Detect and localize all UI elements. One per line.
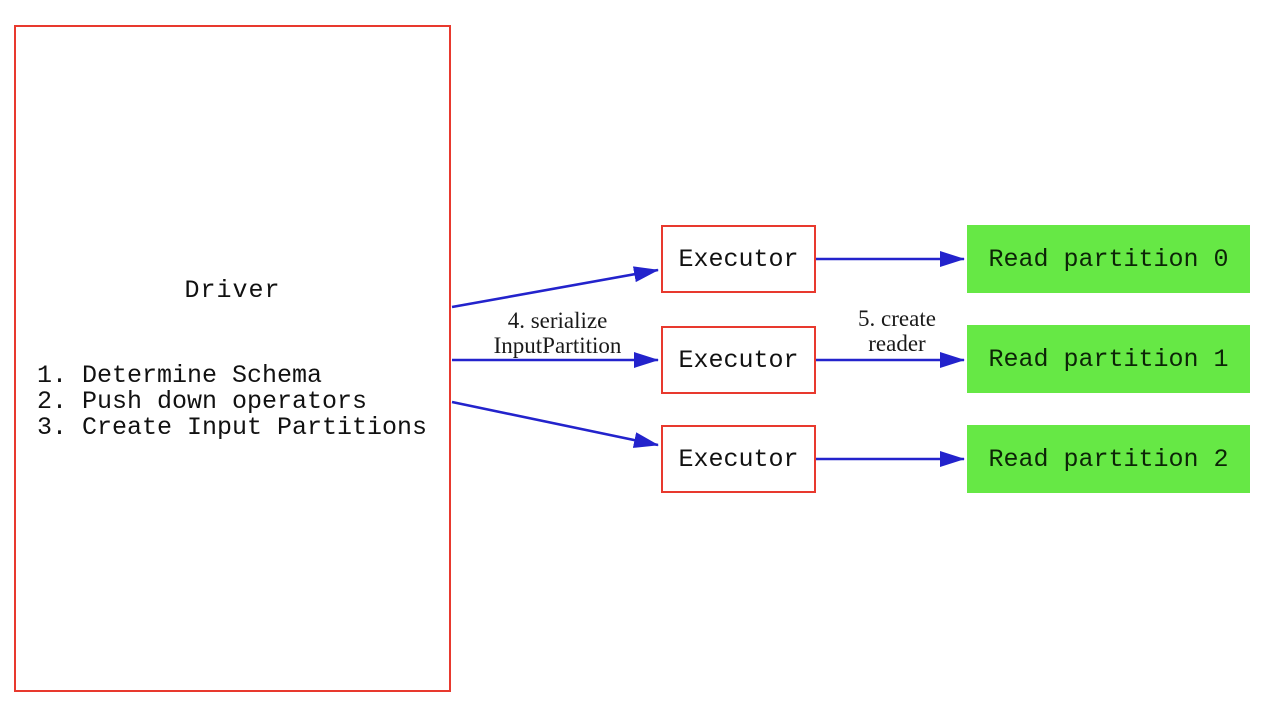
reader-label-line1: 5. create bbox=[858, 306, 936, 331]
read-partition-box-2: Read partition 2 bbox=[967, 425, 1250, 493]
arrow-driver-executor-0 bbox=[451, 266, 659, 309]
driver-steps: 1. Determine Schema 2. Push down operato… bbox=[37, 363, 427, 441]
arrow-driver-executor-2 bbox=[451, 400, 659, 448]
driver-title: Driver bbox=[184, 276, 281, 305]
driver-step-2: 2. Push down operators bbox=[37, 387, 368, 416]
executor-box-1: Executor bbox=[661, 326, 816, 394]
driver-step-3: 3. Create Input Partitions bbox=[37, 413, 428, 442]
read-partition-box-0: Read partition 0 bbox=[967, 225, 1250, 293]
driver-box bbox=[14, 25, 451, 692]
serialize-inputpartition-label: 4. serialize InputPartition bbox=[470, 308, 645, 358]
executor-box-0: Executor bbox=[661, 225, 816, 293]
driver-step-1: 1. Determine Schema bbox=[37, 361, 323, 390]
serialize-label-line2: InputPartition bbox=[493, 333, 622, 358]
serialize-label-line1: 4. serialize bbox=[507, 308, 608, 333]
reader-label-line2: reader bbox=[868, 331, 926, 356]
executor-box-2: Executor bbox=[661, 425, 816, 493]
create-reader-label: 5. create reader bbox=[837, 306, 957, 356]
read-partition-box-1: Read partition 1 bbox=[967, 325, 1250, 393]
